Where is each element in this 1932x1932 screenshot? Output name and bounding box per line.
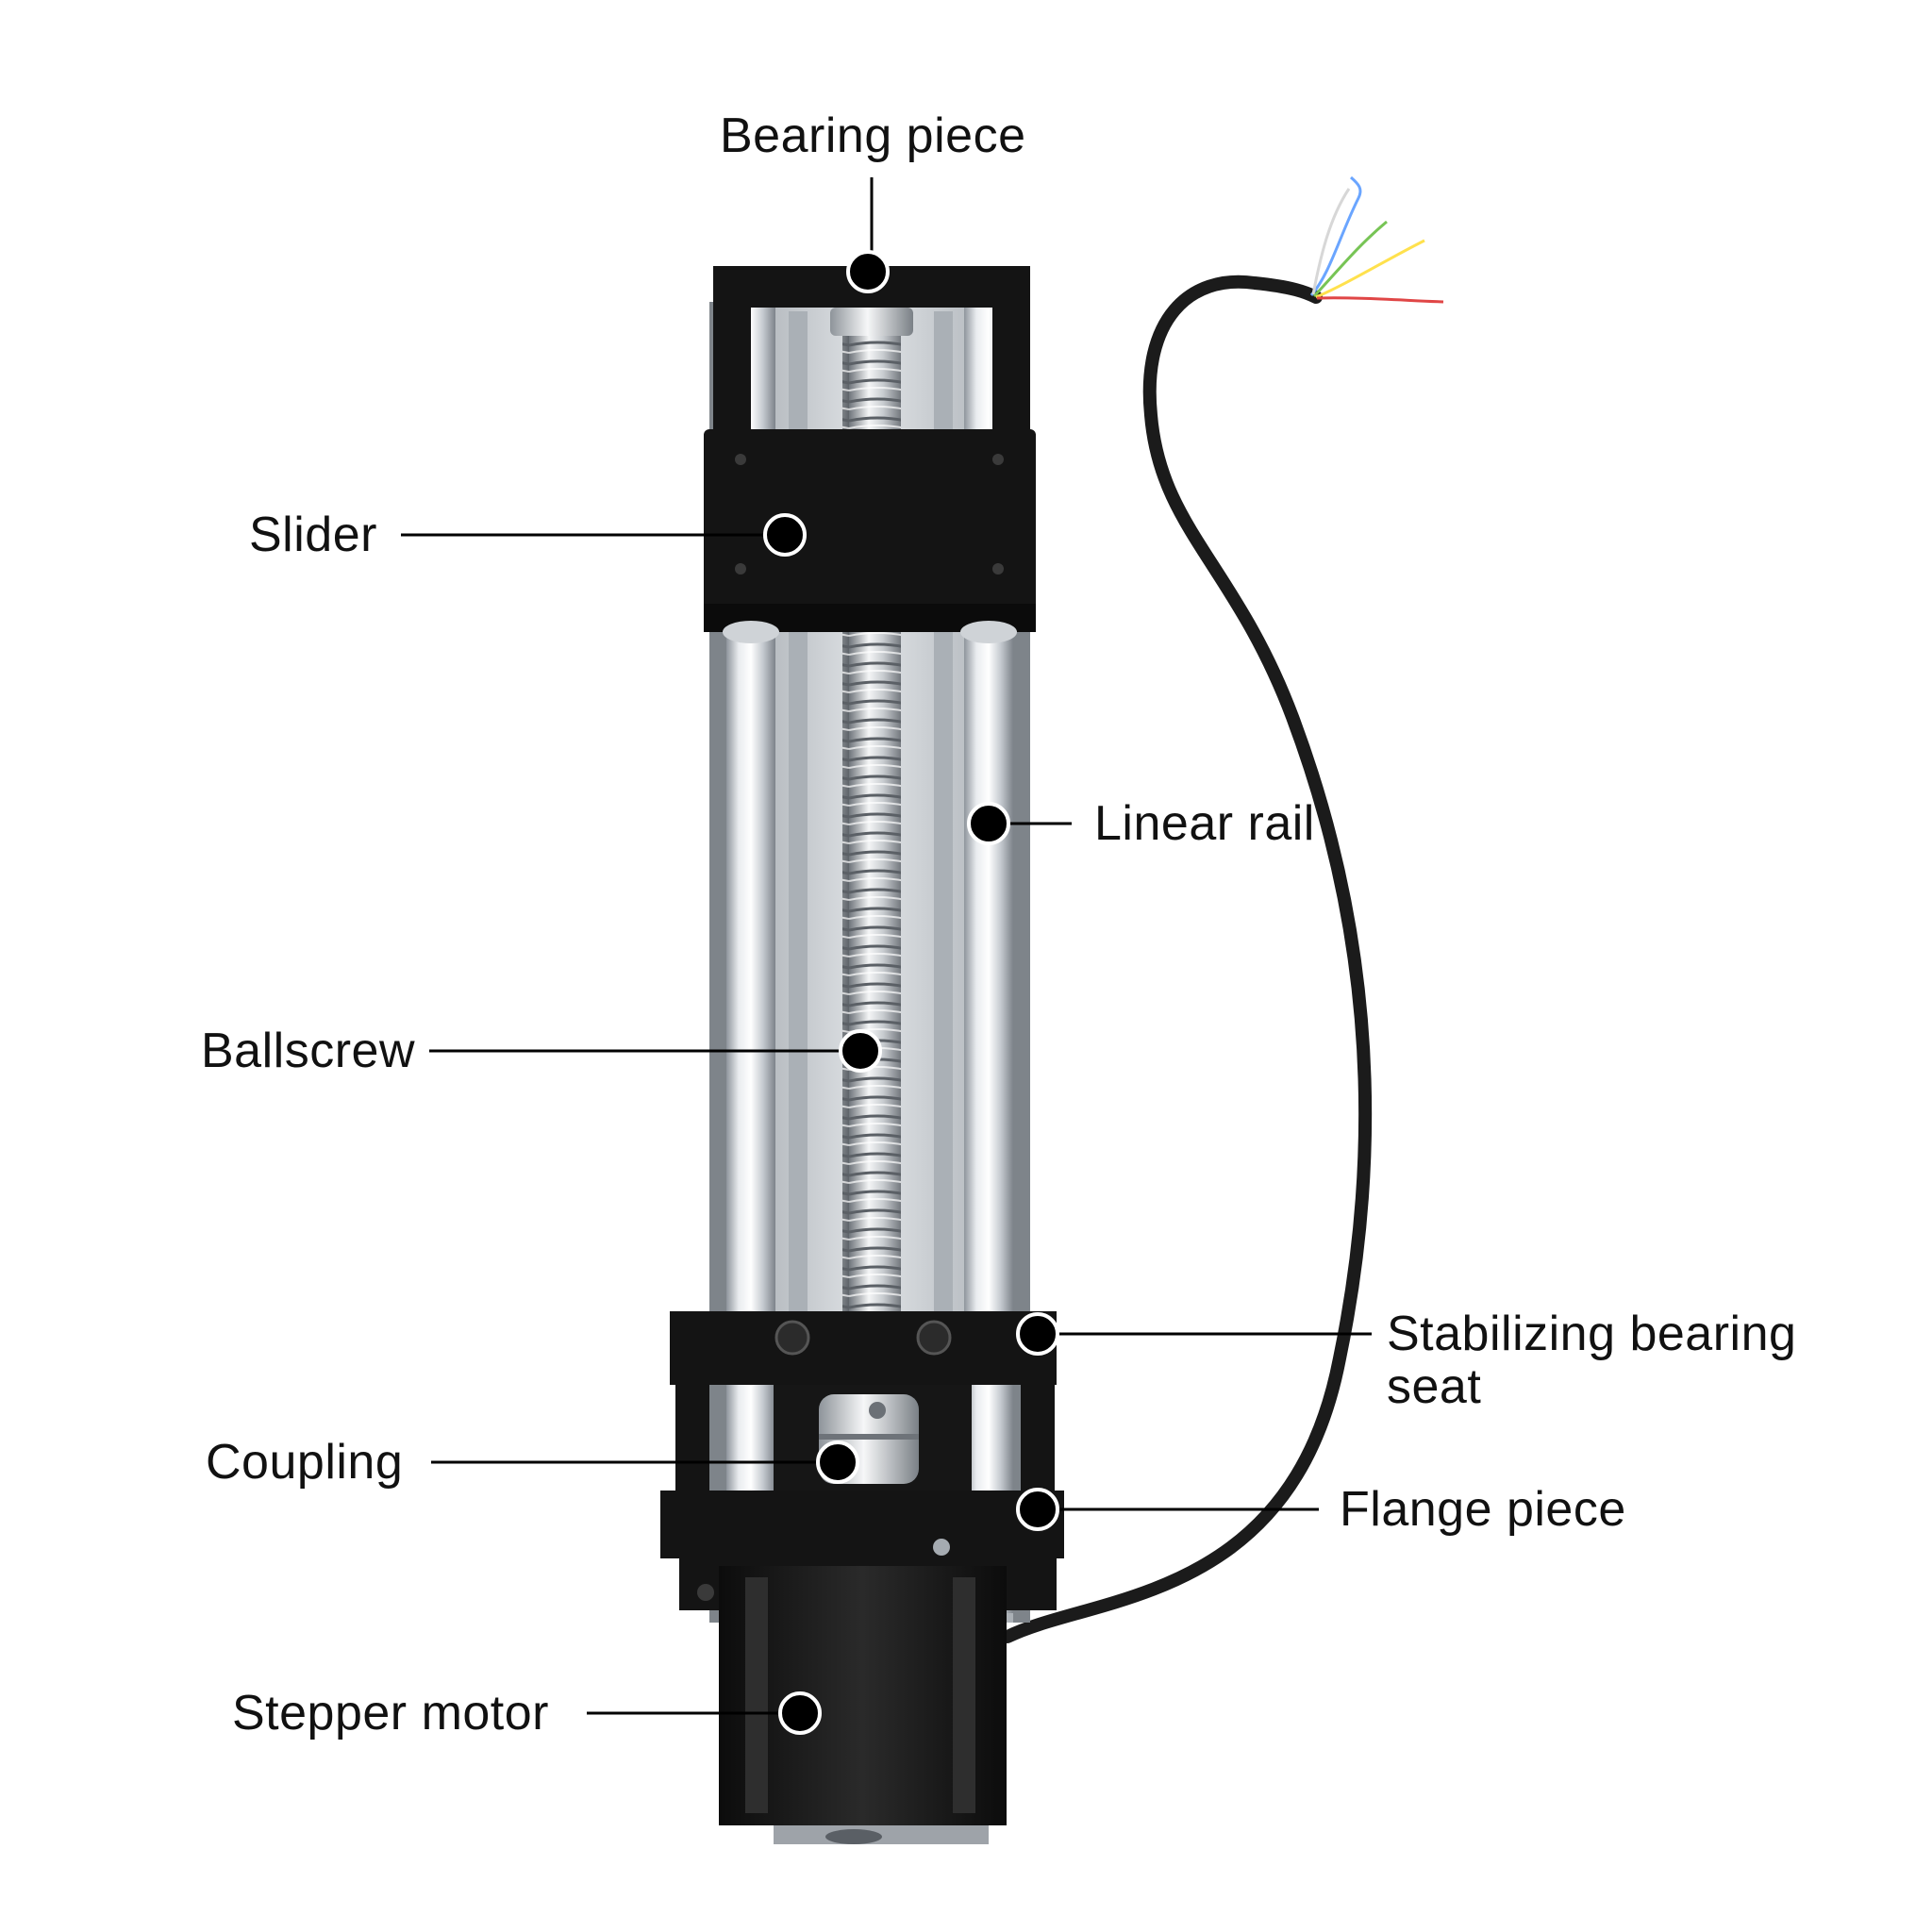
label-linear-rail: Linear rail (1094, 796, 1315, 851)
label-stabilizing-bearing-seat: Stabilizing bearing seat (1387, 1307, 1796, 1413)
label-coupling: Coupling (206, 1435, 404, 1490)
marker-linear-rail (967, 802, 1010, 845)
marker-bearing-piece (846, 250, 890, 293)
stepper-motor-body (719, 1566, 1007, 1844)
motor-cable (1001, 275, 1373, 1643)
label-flange-piece: Flange piece (1340, 1482, 1626, 1537)
marker-ballscrew (839, 1029, 882, 1073)
marker-dots (763, 250, 1059, 1735)
label-stabilizing-line2: seat (1387, 1359, 1482, 1414)
marker-stepper (778, 1691, 822, 1735)
label-bearing-piece: Bearing piece (720, 108, 1026, 163)
label-ballscrew: Ballscrew (201, 1024, 415, 1078)
label-stabilizing-line1: Stabilizing bearing (1387, 1307, 1797, 1361)
marker-flange (1016, 1488, 1059, 1531)
leader-lines (401, 177, 1372, 1715)
marker-slider (763, 513, 807, 557)
slider-block (704, 429, 1036, 643)
label-slider: Slider (249, 508, 377, 562)
label-stepper-motor: Stepper motor (232, 1686, 549, 1740)
marker-stabilizing (1016, 1312, 1059, 1356)
marker-coupling (816, 1441, 859, 1484)
cable-wires (1309, 175, 1444, 304)
